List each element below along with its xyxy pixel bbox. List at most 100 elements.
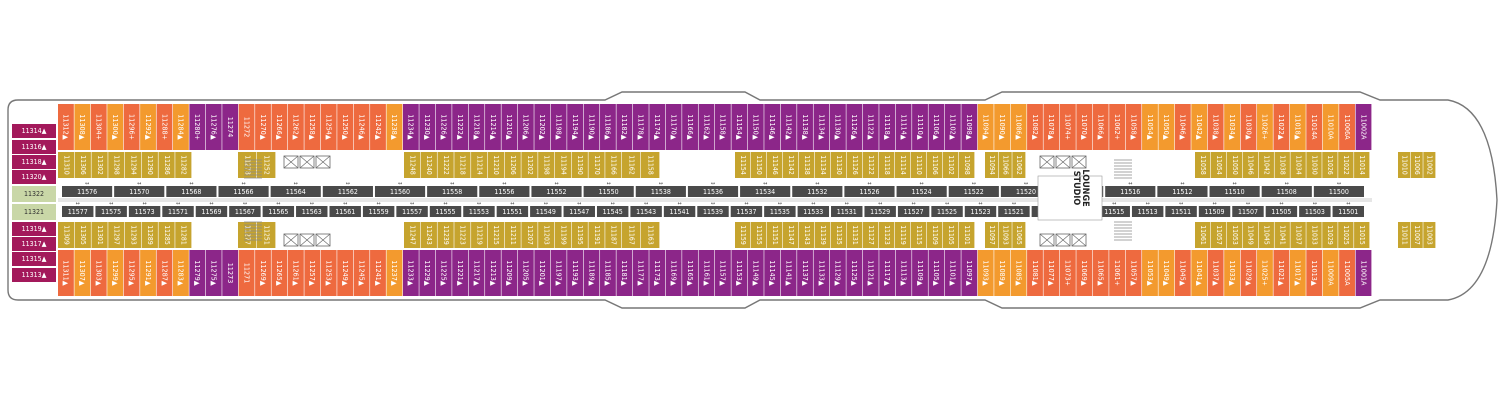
bottom-inner-cabin[interactable]: 11093 [998, 222, 1012, 248]
top-outer-cabin[interactable]: 11062+ [1109, 104, 1126, 150]
corridor-lower-cabin[interactable]: 11575↔ [95, 201, 127, 217]
top-inner-cabin[interactable]: 11118 [879, 152, 895, 178]
top-inner-cabin[interactable]: 11034 [1290, 152, 1306, 178]
bottom-inner-cabin[interactable]: 11211 [504, 222, 521, 248]
top-outer-cabin[interactable]: 11266▲ [271, 104, 288, 150]
corridor-lower-cabin[interactable]: 11509↔ [1198, 201, 1231, 217]
bottom-inner-cabin[interactable]: 11207 [521, 222, 538, 248]
bottom-outer-cabin[interactable]: 11105▲ [928, 250, 945, 296]
corridor-lower-cabin[interactable]: 11577↔ [62, 201, 94, 217]
top-inner-cabin[interactable]: 11022 [1338, 152, 1354, 178]
bottom-outer-cabin[interactable]: 11025+ [1257, 250, 1273, 296]
bottom-outer-cabin[interactable]: 11217▲ [468, 250, 485, 296]
bottom-outer-cabin[interactable]: 11279▲ [189, 250, 206, 296]
bottom-inner-cabin[interactable]: 11285 [158, 222, 175, 248]
top-inner-cabin[interactable]: 11114 [895, 152, 911, 178]
top-outer-cabin[interactable]: 11274 [222, 104, 239, 150]
bottom-outer-cabin[interactable]: 11005A [1339, 250, 1355, 296]
bottom-inner-cabin[interactable]: 11239 [437, 222, 454, 248]
bottom-outer-cabin[interactable]: 11049▲ [1158, 250, 1175, 296]
bottom-outer-cabin[interactable]: 11273 [222, 250, 239, 296]
top-inner-cabin[interactable]: 11050 [1226, 152, 1243, 178]
top-outer-cabin[interactable]: 11154▲ [731, 104, 748, 150]
bottom-inner-cabin[interactable]: 11289 [141, 222, 158, 248]
top-outer-cabin[interactable]: 11194▲ [567, 104, 583, 150]
bottom-inner-cabin[interactable]: 11025 [1338, 222, 1354, 248]
top-inner-cabin[interactable]: 11106 [927, 152, 943, 178]
corridor-upper-cabin[interactable]: 11534↔ [740, 181, 791, 197]
top-outer-cabin[interactable]: 11018▲ [1289, 104, 1306, 150]
bottom-inner-cabin[interactable]: 11215 [487, 222, 505, 248]
bottom-inner-cabin[interactable]: 11309 [58, 222, 75, 248]
bottom-outer-cabin[interactable]: 11177▲ [632, 250, 649, 296]
bottom-inner-cabin[interactable]: 11159 [735, 222, 751, 248]
bottom-outer-cabin[interactable]: 11073+ [1059, 250, 1076, 296]
top-inner-cabin[interactable]: 11066 [998, 152, 1012, 178]
corridor-upper-cabin[interactable]: 11512↔ [1157, 181, 1208, 197]
bottom-outer-cabin[interactable]: 11307▲ [74, 250, 91, 296]
top-inner-cabin[interactable]: 11166 [605, 152, 622, 178]
top-outer-cabin[interactable]: 11138▲ [797, 104, 813, 150]
corridor-upper-cabin[interactable]: 11564↔ [270, 181, 321, 197]
top-outer-cabin[interactable]: 11230▲ [419, 104, 436, 150]
corridor-upper-cabin[interactable]: 11522↔ [948, 181, 999, 197]
top-inner-cabin[interactable]: 11190 [571, 152, 588, 178]
corridor-upper-cabin[interactable]: 11568↔ [166, 181, 217, 197]
bottom-inner-cabin[interactable]: 11305 [74, 222, 91, 248]
bottom-inner-cabin[interactable]: 11109 [927, 222, 943, 248]
top-outer-cabin[interactable]: 11130▲ [829, 104, 846, 150]
bottom-inner-cabin[interactable]: 11203 [538, 222, 555, 248]
top-outer-cabin[interactable]: 11134▲ [813, 104, 830, 150]
bottom-outer-cabin[interactable]: 11249▲ [337, 250, 354, 296]
corridor-lower-cabin[interactable]: 11513↔ [1131, 201, 1164, 217]
top-outer-cabin[interactable]: 11272 [238, 104, 255, 150]
top-outer-cabin[interactable]: 11102▲ [944, 104, 961, 150]
top-inner-cabin[interactable]: 11002 [1423, 152, 1436, 178]
bottom-outer-cabin[interactable]: 11265▲ [271, 250, 288, 296]
bottom-outer-cabin[interactable]: 11241▲ [370, 250, 386, 296]
top-outer-cabin[interactable]: 11300▲ [107, 104, 124, 150]
bottom-outer-cabin[interactable]: 11245▲ [353, 250, 370, 296]
top-inner-cabin[interactable]: 11146 [767, 152, 783, 178]
bottom-outer-cabin[interactable]: 11157▲ [715, 250, 731, 296]
bottom-inner-cabin[interactable]: 11003 [1423, 222, 1436, 248]
top-inner-cabin[interactable]: 11278 [238, 152, 257, 178]
aft-suite-cabin[interactable]: 11316▲ [12, 140, 56, 154]
bottom-outer-cabin[interactable]: 11113▲ [895, 250, 912, 296]
top-outer-cabin[interactable]: 11226▲ [435, 104, 452, 150]
corridor-lower-cabin[interactable]: 11551↔ [496, 201, 529, 217]
bottom-inner-cabin[interactable]: 11301 [91, 222, 108, 248]
bottom-inner-cabin[interactable]: 11297 [108, 222, 125, 248]
bottom-outer-cabin[interactable]: 11237▲ [386, 250, 403, 296]
bottom-outer-cabin[interactable]: 11303▲ [90, 250, 107, 296]
bottom-outer-cabin[interactable]: 11089▲ [994, 250, 1011, 296]
bottom-inner-cabin[interactable]: 11223 [454, 222, 471, 248]
top-inner-cabin[interactable]: 11162 [622, 152, 641, 178]
top-inner-cabin[interactable]: 11214 [471, 152, 488, 178]
corridor-lower-cabin[interactable]: 11539↔ [697, 201, 729, 217]
bottom-outer-cabin[interactable]: 11153▲ [731, 250, 748, 296]
bottom-outer-cabin[interactable]: 11129▲ [829, 250, 846, 296]
top-outer-cabin[interactable]: 11254▲ [320, 104, 337, 150]
top-outer-cabin[interactable]: 11082▲ [1027, 104, 1043, 150]
bottom-outer-cabin[interactable]: 11283▲ [172, 250, 189, 296]
corridor-lower-cabin[interactable]: 11547↔ [563, 201, 595, 217]
corridor-upper-cabin[interactable]: 11560↔ [374, 181, 426, 197]
bottom-outer-cabin[interactable]: 11209▲ [501, 250, 518, 296]
top-outer-cabin[interactable]: 11078▲ [1043, 104, 1060, 150]
top-outer-cabin[interactable]: 11070▲ [1076, 104, 1093, 150]
bottom-outer-cabin[interactable]: 11029▲ [1240, 250, 1257, 296]
bottom-outer-cabin[interactable]: 11149▲ [747, 250, 764, 296]
top-outer-cabin[interactable]: 11022▲ [1273, 104, 1290, 150]
bottom-inner-cabin[interactable]: 11277 [238, 222, 257, 248]
corridor-upper-cabin[interactable]: 11566↔ [218, 181, 269, 197]
corridor-upper-cabin[interactable]: 11532↔ [792, 181, 843, 197]
top-outer-cabin[interactable]: 11222▲ [452, 104, 469, 150]
top-inner-cabin[interactable]: 11294 [125, 152, 142, 178]
bottom-inner-cabin[interactable]: 11247 [404, 222, 421, 248]
top-outer-cabin[interactable]: 11206▲ [517, 104, 534, 150]
bottom-outer-cabin[interactable]: 11085▲ [1010, 250, 1027, 296]
bottom-outer-cabin[interactable]: 11141▲ [780, 250, 797, 296]
corridor-lower-cabin[interactable]: 11553↔ [463, 201, 495, 217]
bottom-outer-cabin[interactable]: 11205▲ [517, 250, 534, 296]
